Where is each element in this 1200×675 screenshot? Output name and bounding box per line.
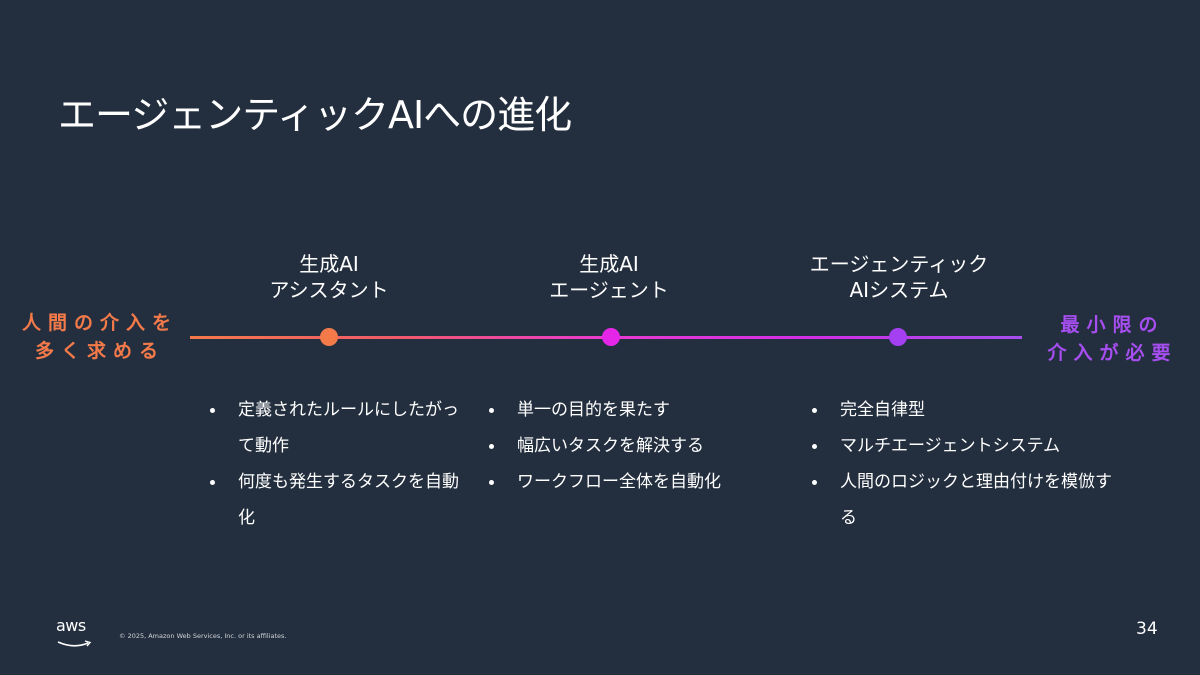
stage-title-line: AIシステム: [849, 278, 949, 302]
right-axis-label: 最小限の 介入が必要: [1030, 311, 1195, 367]
right-axis-label-line-2: 介入が必要: [1047, 342, 1178, 364]
stage-title-agent: 生成AI エージェント: [509, 251, 709, 303]
bullet-list-agentic-system: 完全自律型 マルチエージェントシステム 人間のロジックと理由付けを模倣する: [810, 392, 1120, 536]
aws-smile-icon: [57, 640, 92, 647]
left-axis-label-line-1: 人間の介入を: [21, 312, 178, 334]
aws-logo-text: aws: [56, 616, 86, 635]
bullet-item: ワークフロー全体を自動化: [487, 464, 777, 500]
stage-title-line: 生成AI: [579, 252, 639, 276]
bullet-item: 何度も発生するタスクを自動化: [208, 464, 468, 536]
bullet-item: 定義されたルールにしたがって動作: [208, 392, 468, 464]
bullet-item: 幅広いタスクを解決する: [487, 428, 777, 464]
copyright-text: © 2025, Amazon Web Services, Inc. or its…: [119, 632, 287, 640]
bullet-list-agent: 単一の目的を果たす 幅広いタスクを解決する ワークフロー全体を自動化: [487, 392, 777, 500]
bullet-item: マルチエージェントシステム: [810, 428, 1120, 464]
timeline-dot-assistant: [320, 328, 338, 346]
stage-title-assistant: 生成AI アシスタント: [229, 251, 429, 303]
page-number: 34: [1136, 619, 1158, 639]
bullet-item: 人間のロジックと理由付けを模倣する: [810, 464, 1120, 536]
left-axis-label: 人間の介入を 多く求める: [10, 309, 190, 365]
timeline-dot-agentic-system: [889, 328, 907, 346]
stage-title-line: エージェント: [549, 278, 669, 302]
bullet-list-assistant: 定義されたルールにしたがって動作 何度も発生するタスクを自動化: [208, 392, 468, 536]
stage-title-agentic-system: エージェンティック AIシステム: [769, 251, 1029, 303]
aws-logo: aws: [56, 616, 96, 647]
slide-title: エージェンティックAIへの進化: [58, 93, 572, 137]
right-axis-label-line-1: 最小限の: [1060, 314, 1165, 336]
bullet-item: 単一の目的を果たす: [487, 392, 777, 428]
bullet-item: 完全自律型: [810, 392, 1120, 428]
stage-title-line: アシスタント: [269, 278, 389, 302]
stage-title-line: 生成AI: [299, 252, 359, 276]
left-axis-label-line-2: 多く求める: [34, 340, 165, 362]
stage-title-line: エージェンティック: [809, 252, 989, 276]
timeline-dot-agent: [602, 328, 620, 346]
